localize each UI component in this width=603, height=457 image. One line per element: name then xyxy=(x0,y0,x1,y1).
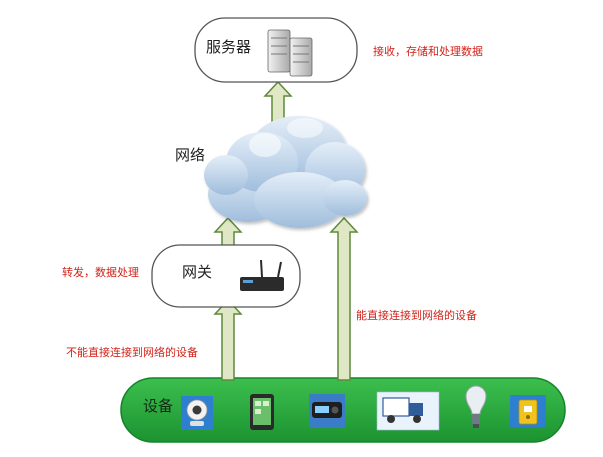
webcam-icon xyxy=(181,396,213,430)
arrow-devices-to-gateway xyxy=(213,298,243,381)
devices-title: 设备 xyxy=(143,397,174,415)
right-arrow-note: 能直接连接到网络的设备 xyxy=(356,309,477,322)
gateway-box xyxy=(151,244,301,308)
server-rack-icon xyxy=(267,29,313,77)
cloud-title: 网络 xyxy=(175,146,206,164)
left-arrow-note: 不能直接连接到网络的设备 xyxy=(66,346,198,359)
server-title: 服务器 xyxy=(206,38,252,56)
tablet-icon xyxy=(250,394,274,430)
gateway-title: 网关 xyxy=(182,263,213,281)
door-lock-icon xyxy=(510,395,546,427)
network-cloud-icon xyxy=(204,116,367,228)
clock-radio-icon xyxy=(309,394,345,428)
server-note: 接收，存储和处理数据 xyxy=(373,45,483,58)
light-bulb-icon xyxy=(465,385,487,428)
truck-icon xyxy=(376,391,440,431)
gateway-note: 转发，数据处理 xyxy=(62,266,139,279)
gateway-router-icon xyxy=(240,259,284,291)
arrow-devices-to-cloud xyxy=(329,216,359,381)
